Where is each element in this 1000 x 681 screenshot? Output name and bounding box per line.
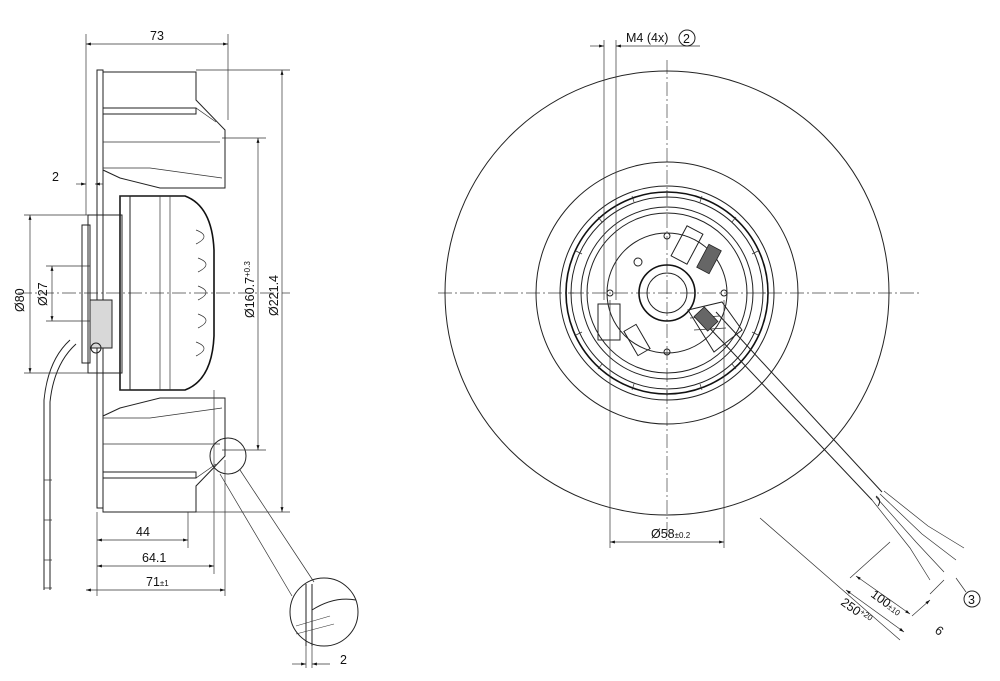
dim-73: 73 <box>150 29 164 43</box>
dim-6: 6 <box>932 623 946 638</box>
dim-dia-58: Ø58±0.2 <box>651 527 691 541</box>
dim-dia-221: Ø221.4 <box>267 275 281 316</box>
dim-dia-80: Ø80 <box>13 288 27 312</box>
dim-64: 64.1 <box>142 551 166 565</box>
side-view <box>18 69 315 597</box>
dim-dia-160: Ø160.7+0.3 <box>243 261 257 318</box>
dim-m4: M4 (4x) <box>626 31 668 45</box>
front-view <box>438 60 965 641</box>
ref-2: 2 <box>683 32 690 46</box>
dim-2-detail: 2 <box>340 653 347 667</box>
dim-44: 44 <box>136 525 150 539</box>
side-view-dimensions: 73 2 Ø80 Ø27 Ø160.7+0.3 Ø221.4 44 <box>13 29 290 596</box>
ref-3: 3 <box>968 593 975 607</box>
dim-dia-27: Ø27 <box>36 282 50 306</box>
dim-250: 250+20 <box>838 595 875 627</box>
front-view-dimensions: M4 (4x) 2 Ø58±0.2 100±10 250+20 6 3 <box>590 29 981 639</box>
detail-view: 2 <box>289 577 359 668</box>
dim-2-left: 2 <box>52 170 59 184</box>
dim-71: 71±1 <box>146 575 169 589</box>
